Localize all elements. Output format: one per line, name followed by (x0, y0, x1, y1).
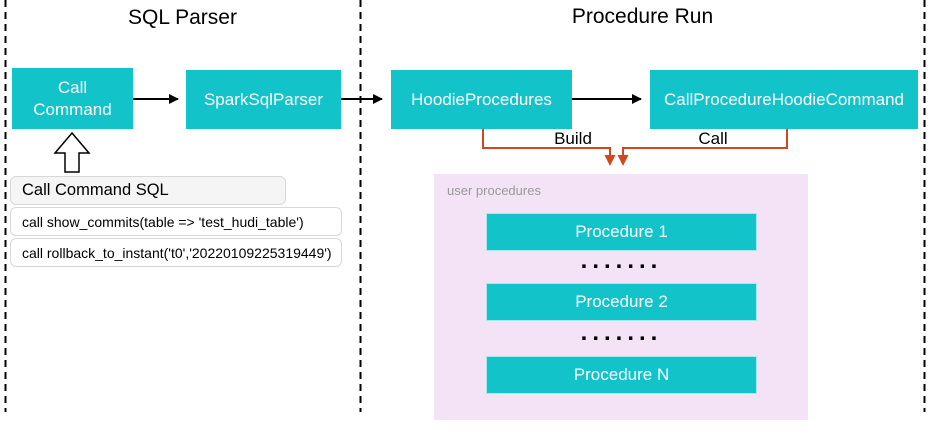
section-title-sql-parser: SQL Parser (128, 6, 237, 29)
procedure-box-2: Procedure 2 (486, 283, 757, 321)
user-procedures-panel: user procedures Procedure 1 ....... Proc… (434, 174, 808, 420)
procedure-box-1: Procedure 1 (486, 213, 757, 251)
node-callprocedurehoodiecommand: CallProcedureHoodieCommand (650, 70, 918, 129)
node-call-command: Call Command (12, 68, 133, 129)
edge-label-build: Build (554, 129, 592, 148)
section-title-procedure-run: Procedure Run (571, 5, 714, 28)
ellipsis-dots: ....... (580, 247, 663, 274)
edge-label-call: Call (698, 129, 728, 148)
node-hoodieprocedures: HoodieProcedures (391, 70, 572, 129)
node-sparksqlparser: SparkSqlParser (186, 70, 341, 129)
ellipsis-dots: ....... (580, 319, 663, 346)
block-up-arrow-icon (53, 131, 91, 173)
sql-example-row: call show_commits(table => 'test_hudi_ta… (10, 207, 342, 236)
procedure-box-n: Procedure N (486, 356, 757, 394)
user-procedures-label: user procedures (447, 183, 541, 198)
sql-panel-header: Call Command SQL (10, 176, 286, 205)
sql-example-row: call rollback_to_instant('t0','202201092… (10, 238, 342, 267)
